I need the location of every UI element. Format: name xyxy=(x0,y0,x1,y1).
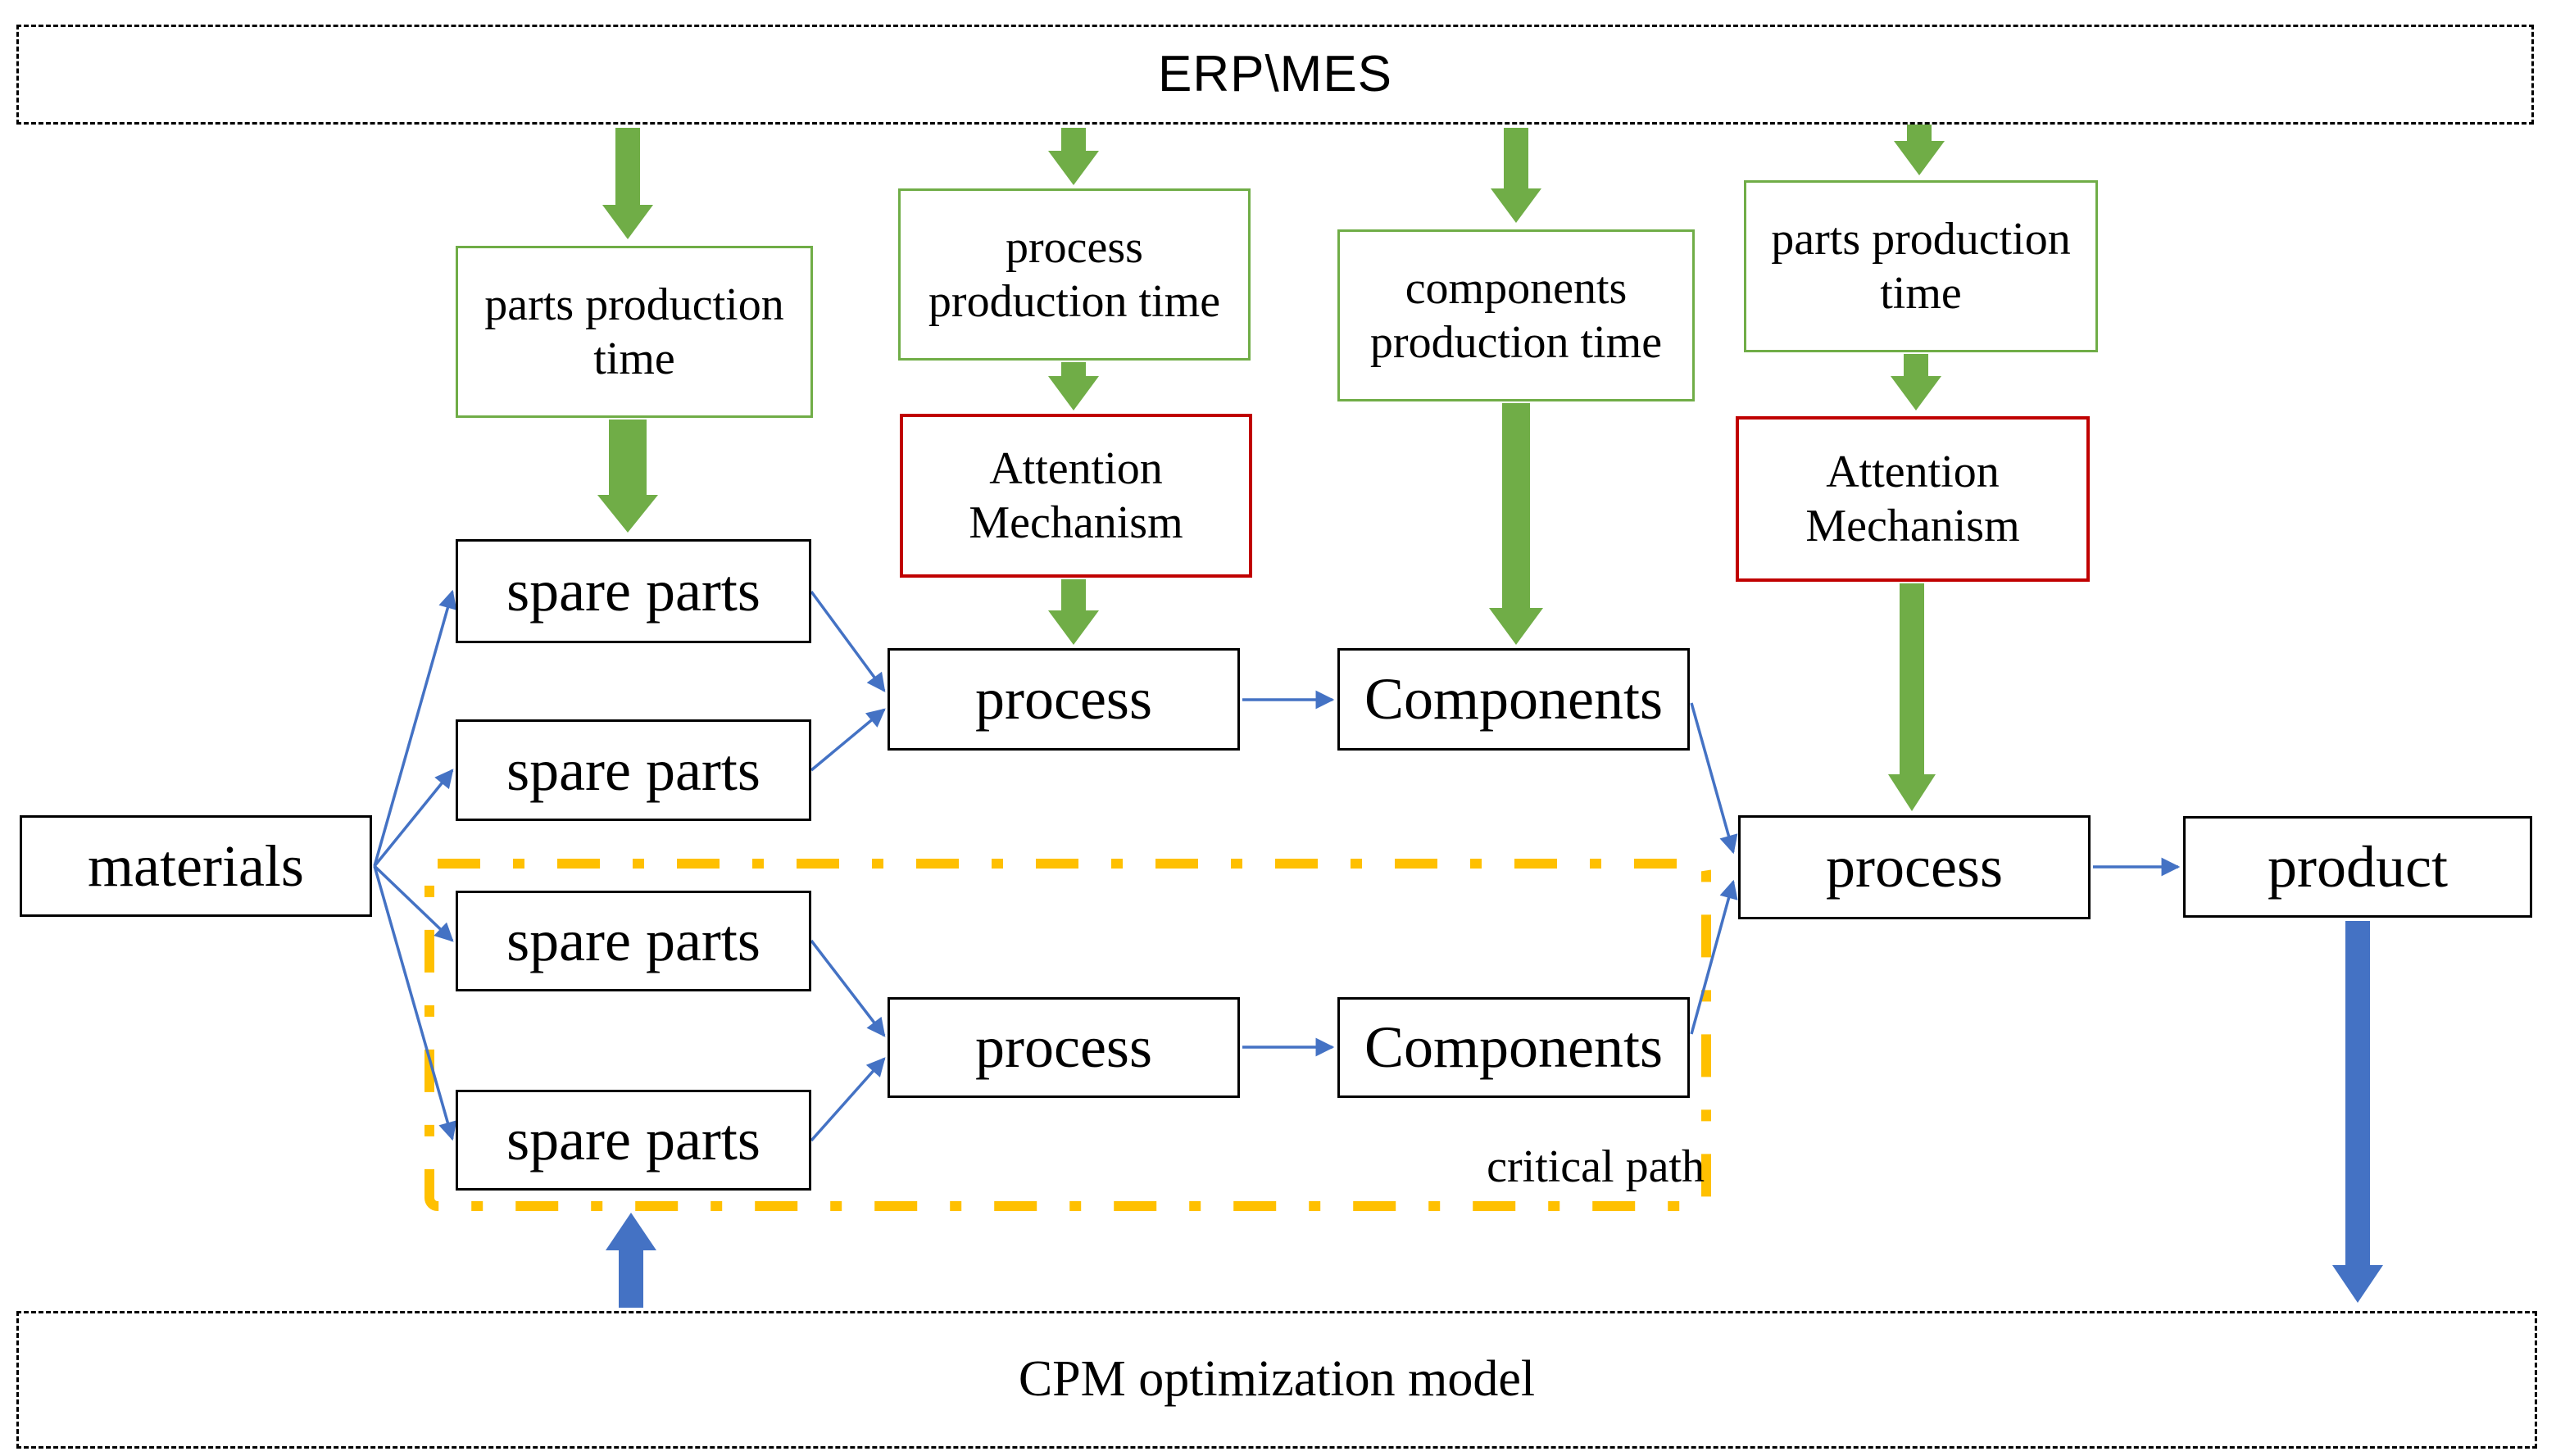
process-box-final: process xyxy=(1738,815,2091,919)
line-spare-parts-3-to-process-bottom xyxy=(810,939,886,1037)
critical-path-text: critical path xyxy=(1487,1141,1705,1192)
arrow-attention-left-to-process xyxy=(1048,579,1099,645)
product-box: product xyxy=(2183,816,2532,918)
critical-path-frame xyxy=(424,859,1711,1211)
parts-production-time-label-right: parts production time xyxy=(1771,213,2071,319)
spare-parts-box-3: spare parts xyxy=(456,891,811,991)
flow-connectors xyxy=(373,589,2181,1142)
arrow-cpm-to-critical-path xyxy=(606,1213,656,1308)
spare-parts-box-1: spare parts xyxy=(456,539,811,643)
line-materials-to-spare-parts-3 xyxy=(373,864,454,942)
parts-production-time-label-left: parts production time xyxy=(484,279,784,384)
line-spare-parts-4-to-process-bottom xyxy=(810,1057,886,1142)
spare-parts-label-1: spare parts xyxy=(506,558,760,624)
components-production-time-label: components production time xyxy=(1369,262,1663,368)
spare-parts-label-3: spare parts xyxy=(506,908,760,974)
attention-mechanism-box-right: Attention Mechanism xyxy=(1736,416,2090,582)
materials-box: materials xyxy=(20,815,372,917)
line-materials-to-spare-parts-2 xyxy=(373,769,454,868)
line-components-bottom-to-process-final xyxy=(1690,879,1738,1035)
product-label: product xyxy=(2268,833,2448,900)
attention-mechanism-box-left: Attention Mechanism xyxy=(900,414,1252,578)
arrow-components-time-to-components xyxy=(1489,403,1543,645)
spare-parts-label-2: spare parts xyxy=(506,737,760,803)
arrow-attention-right-to-process-final xyxy=(1888,583,1936,811)
components-label-bottom: Components xyxy=(1364,1014,1663,1081)
process-production-time-box: process production time xyxy=(898,188,1251,361)
arrow-process-time-to-attention-left xyxy=(1048,362,1099,410)
components-box-top: Components xyxy=(1337,648,1690,751)
spare-parts-box-2: spare parts xyxy=(456,719,811,821)
erp-mes-box: ERP\MES xyxy=(16,25,2534,125)
parts-production-time-box-left: parts production time xyxy=(456,246,813,418)
process-box-top: process xyxy=(888,648,1240,751)
spare-parts-box-4: spare parts xyxy=(456,1090,811,1191)
arrow-product-to-cpm xyxy=(2332,921,2383,1303)
arrow-parts-time-to-attention-right xyxy=(1891,354,1941,410)
line-spare-parts-1-to-process-top xyxy=(810,590,886,692)
process-label-bottom: process xyxy=(975,1014,1152,1081)
spare-parts-label-4: spare parts xyxy=(506,1107,760,1173)
process-box-bottom: process xyxy=(888,997,1240,1098)
attention-mechanism-label-right: Attention Mechanism xyxy=(1805,446,2020,551)
line-spare-parts-2-to-process-top xyxy=(810,708,886,772)
components-label-top: Components xyxy=(1364,666,1663,733)
arrow-erp-to-process-time xyxy=(1048,128,1099,185)
arrow-erp-to-components-time xyxy=(1491,128,1541,223)
erp-mes-label: ERP\MES xyxy=(1157,46,1393,103)
process-production-time-label: process production time xyxy=(928,221,1221,327)
arrow-erp-to-parts-time-right xyxy=(1894,125,1945,175)
process-label-top: process xyxy=(975,666,1152,733)
line-components-top-to-process-final xyxy=(1690,702,1738,855)
cpm-optimization-model-label: CPM optimization model xyxy=(1018,1351,1536,1408)
materials-label: materials xyxy=(88,832,304,899)
line-materials-to-spare-parts-4 xyxy=(373,865,457,1141)
components-production-time-box: components production time xyxy=(1337,229,1695,401)
attention-mechanism-label-left: Attention Mechanism xyxy=(969,442,1183,548)
process-label-final: process xyxy=(1826,834,2003,900)
arrow-parts-time-to-spare-parts xyxy=(597,420,658,533)
critical-path-label: critical path xyxy=(1336,1141,1705,1198)
arrow-erp-to-parts-time-left xyxy=(602,128,653,239)
cpm-optimization-model-box: CPM optimization model xyxy=(16,1311,2537,1449)
components-box-bottom: Components xyxy=(1337,997,1690,1098)
line-materials-to-spare-parts-1 xyxy=(373,589,457,867)
parts-production-time-box-right: parts production time xyxy=(1744,180,2098,352)
